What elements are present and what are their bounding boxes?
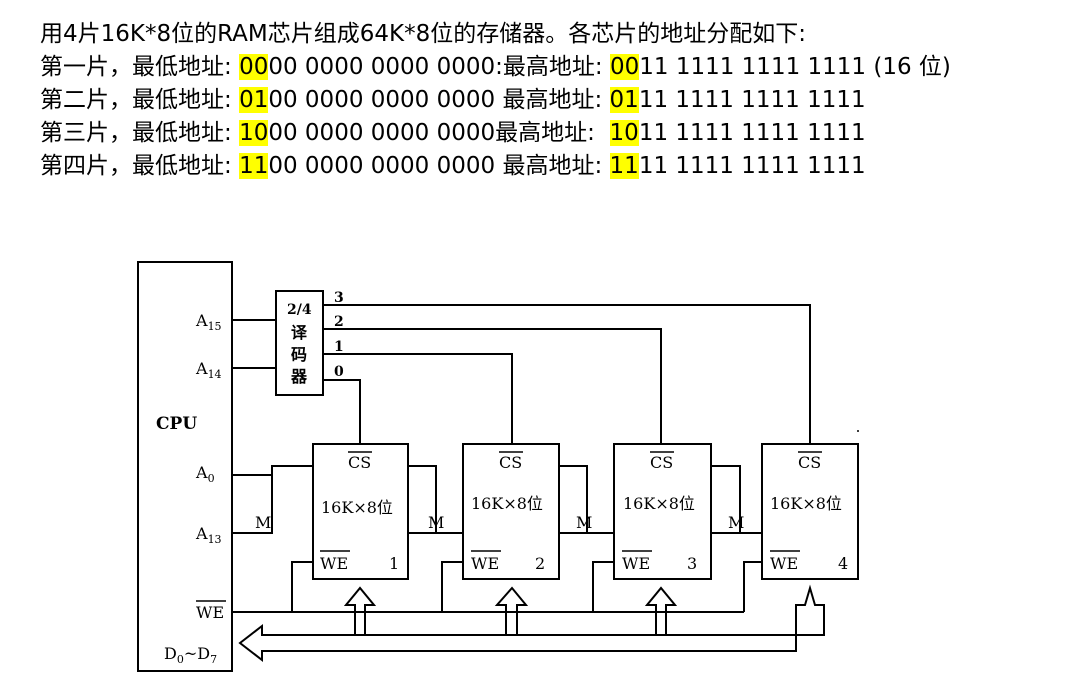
row-prefix: 第四片，最低地址: — [40, 153, 240, 179]
pin-a13: A13 — [195, 524, 222, 546]
chip-3-number: 3 — [687, 554, 697, 573]
high-address-highlight: 01 — [609, 87, 639, 113]
chip-4-cs: CS — [798, 453, 821, 472]
low-address-rest: 00 0000 0000 0000 — [268, 153, 496, 179]
intro-line: 用4片16K*8位的RAM芯片组成64K*8位的存储器。各芯片的地址分配如下: — [40, 21, 806, 47]
bus-label-m: M — [576, 513, 592, 532]
low-address-highlight: 10 — [239, 120, 269, 146]
row-mid: 最高地址: — [495, 153, 610, 179]
row-prefix: 第一片，最低地址: — [40, 54, 240, 80]
chip-2-cs: CS — [499, 453, 522, 472]
bus-label-m: M — [728, 513, 744, 532]
decoder-label-3: 器 — [290, 367, 308, 386]
chip-2-size: 16K×8位 — [471, 494, 543, 513]
chip-2-we: WE — [471, 554, 499, 573]
low-address-highlight: 01 — [239, 87, 269, 113]
decoder-output-1: 1 — [334, 339, 344, 355]
high-address-rest: 11 1111 1111 1111 — [638, 120, 866, 146]
decoder-output-2: 2 — [334, 314, 344, 330]
chip-3-size: 16K×8位 — [623, 494, 695, 513]
address-row-2: 第二片，最低地址: 0100 0000 0000 0000 最高地址: 0111… — [40, 84, 951, 117]
high-address-rest: 11 1111 1111 1111 — [639, 54, 867, 80]
row-suffix: (16 位) — [866, 54, 951, 80]
chip-3-box — [613, 443, 712, 580]
address-row-1: 第一片，最低地址: 0000 0000 0000 0000:最高地址: 0011… — [40, 51, 951, 84]
pin-a0: A0 — [195, 463, 215, 485]
chip-3-cs: CS — [650, 453, 673, 472]
low-address-highlight: 11 — [239, 153, 269, 179]
chip-3-we: WE — [622, 554, 650, 573]
chip-4-box — [761, 443, 859, 580]
high-address-rest: 11 1111 1111 1111 — [638, 153, 866, 179]
cpu-box — [137, 261, 233, 672]
high-address-rest: 11 1111 1111 1111 — [638, 87, 866, 113]
cpu-label: CPU — [156, 414, 197, 434]
pin-data-bus: D0~D7 — [164, 644, 217, 666]
pin-a14: A14 — [195, 359, 222, 381]
bus-label-m: M — [428, 513, 444, 532]
chip-2-number: 2 — [535, 554, 545, 573]
decoder-label-1: 译 — [291, 323, 308, 342]
pin-a15: A15 — [195, 311, 222, 333]
row-mid: :最高地址: — [495, 54, 610, 80]
chip-1-cs: CS — [348, 453, 371, 472]
pin-we: WE — [196, 603, 224, 622]
low-address-highlight: 00 — [239, 54, 269, 80]
decoder-box — [275, 290, 324, 396]
decoder-output-0: 0 — [334, 364, 344, 380]
decoder-output-3: 3 — [334, 290, 344, 306]
chip-4-we: WE — [770, 554, 798, 573]
data-bus-arrow — [238, 584, 825, 663]
row-prefix: 第二片，最低地址: — [40, 87, 240, 113]
low-address-rest: 00 0000 0000 0000 — [268, 87, 496, 113]
text-block: 用4片16K*8位的RAM芯片组成64K*8位的存储器。各芯片的地址分配如下: … — [40, 18, 951, 183]
high-address-highlight: 10 — [609, 120, 639, 146]
address-row-4: 第四片，最低地址: 1100 0000 0000 0000 最高地址: 1111… — [40, 150, 951, 183]
chip-1-we: WE — [320, 554, 348, 573]
decoder-label-2: 码 — [291, 345, 307, 364]
chip-2-box — [462, 443, 560, 580]
high-address-highlight: 00 — [609, 54, 640, 80]
low-address-rest: 00 0000 0000 0000 — [268, 120, 496, 146]
bus-label-m: M — [255, 513, 271, 532]
address-row-3: 第三片，最低地址: 1000 0000 0000 0000最高地址: 1011 … — [40, 117, 951, 150]
row-mid: 最高地址: — [495, 87, 610, 113]
chip-1-number: 1 — [389, 554, 399, 573]
chip-1-box — [312, 443, 409, 580]
high-address-highlight: 11 — [609, 153, 639, 179]
row-prefix: 第三片，最低地址: — [40, 120, 240, 146]
row-mid: 最高地址: — [495, 120, 610, 146]
chip-4-number: 4 — [838, 554, 848, 573]
chip-4-size: 16K×8位 — [770, 494, 842, 513]
low-address-rest: 00 0000 0000 0000 — [268, 54, 496, 80]
decoder-type: 2/4 — [287, 302, 312, 318]
chip-1-size: 16K×8位 — [321, 498, 393, 517]
